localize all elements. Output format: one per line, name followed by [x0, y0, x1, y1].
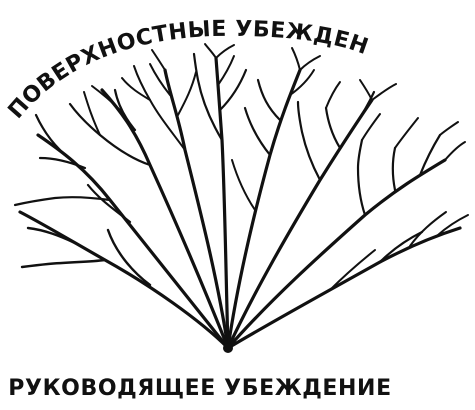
surface-beliefs-label: ПОВЕРХНОСТНЫЕ УБЕЖДЕНИЯ: [0, 0, 372, 124]
main-branch: [226, 226, 462, 350]
main-branch: [214, 56, 230, 350]
root-node: [223, 343, 233, 353]
guiding-belief-label: РУКОВОДЯЩЕЕ УБЕЖДЕНИЕ: [8, 376, 391, 401]
main-branch: [100, 88, 230, 350]
main-branch: [163, 68, 230, 350]
main-branch: [36, 133, 230, 350]
main-branch: [226, 68, 302, 350]
main-branch: [226, 98, 374, 350]
main-branch: [226, 158, 447, 350]
main-branch: [18, 210, 230, 350]
tree-branches: [13, 43, 469, 350]
